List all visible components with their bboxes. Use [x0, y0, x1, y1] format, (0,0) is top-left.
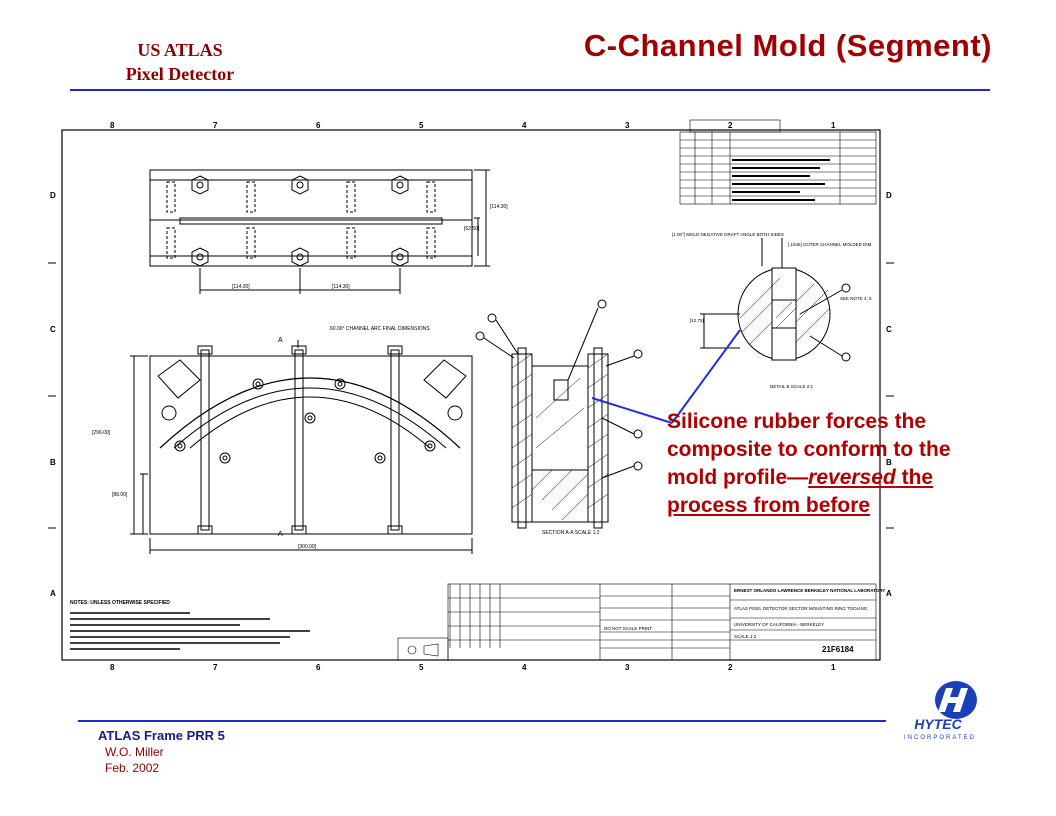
zone-num-bottom-2: 2: [728, 663, 733, 670]
detail-label: DETAIL B SCALE 2:1: [770, 384, 814, 389]
detail-view: [700, 238, 851, 362]
svg-text:A: A: [278, 337, 283, 344]
zone-num-3: 3: [625, 121, 630, 130]
zone-num-8: 8: [110, 121, 115, 130]
drawing-number: 21F6184: [822, 645, 854, 654]
zone-num-bottom-5: 5: [419, 663, 424, 670]
footer-line-1: ATLAS Frame PRR 5: [98, 728, 225, 743]
title-block-line-1: ERNEST ORLANDO LAWRENCE BERKELEY NATIONA…: [734, 588, 885, 593]
notes-block: NOTES: UNLESS OTHERWISE SPECIFIED: [70, 600, 310, 650]
zone-letter-right-a: A: [886, 589, 892, 598]
footer: ATLAS Frame PRR 5 W.O. Miller Feb. 2002: [98, 727, 225, 776]
footer-line-3: Feb. 2002: [105, 761, 160, 775]
org-header: US ATLAS Pixel Detector: [85, 38, 275, 86]
zone-letter-a: A: [50, 589, 56, 598]
detail-note-1: [1.00°] MOLD NEGATIVE DRAFT ANGLE BOTH S…: [672, 232, 784, 237]
title-block-line-2: ATLAS PIXEL DETECTOR SECTOR MOUNTING RIN…: [734, 606, 868, 611]
dim-top-w1: [114.30]: [232, 284, 250, 290]
zone-letter-d: D: [50, 191, 56, 200]
top-view-bolts: [191, 175, 409, 267]
title-block-line-3: UNIVERSITY OF CALIFORNIA - BERKELEY: [734, 622, 824, 627]
bottom-rule: [78, 720, 886, 722]
dim-front-w: [300.00]: [298, 544, 317, 550]
front-view-rods: [197, 345, 403, 535]
zone-num-bottom-7: 7: [213, 663, 218, 670]
logo-word: HYTEC: [914, 716, 962, 732]
zone-letters-left: D C B A: [50, 191, 56, 598]
zone-num-4: 4: [522, 121, 527, 130]
zone-num-2: 2: [728, 121, 733, 130]
zone-num-bottom-6: 6: [316, 663, 321, 670]
zone-num-bottom-4: 4: [522, 663, 527, 670]
zone-num-6: 6: [316, 121, 321, 130]
top-view: [149, 169, 490, 294]
engineering-drawing: 8 7 6 5 4 3 2 1 8 7 6 5 4 3 2 1 D C B A …: [48, 119, 894, 670]
zone-numbers-top: 8 7 6 5 4 3 2 1: [110, 121, 836, 130]
dim-front-h2: [88.00]: [112, 492, 128, 498]
title-block-scale: SCALE 1:2: [734, 634, 757, 639]
top-rule: [70, 89, 990, 91]
hytec-logo: HYTEC INCORPORATED: [904, 681, 977, 741]
zone-num-7: 7: [213, 121, 218, 130]
callout-part-1: Silicone rubber forces the composite to …: [667, 410, 951, 489]
org-line-1: US ATLAS: [137, 40, 223, 60]
title-block: [397, 583, 877, 661]
callout-text: Silicone rubber forces the composite to …: [667, 408, 997, 520]
zone-letters-right: D C B A: [886, 191, 892, 598]
section-view: [475, 299, 643, 529]
do-not-scale: DO NOT SCALE PRINT: [604, 626, 652, 631]
notes-title: NOTES: UNLESS OTHERWISE SPECIFIED: [70, 600, 170, 606]
dim-top-h: [114.30]: [490, 204, 508, 210]
front-view-bolts: [174, 378, 436, 464]
section-label: SECTION A-A SCALE 1:2: [542, 530, 600, 536]
front-view: A A: [130, 337, 473, 554]
zone-letter-right-b: B: [886, 458, 892, 467]
slide-title: C-Channel Mold (Segment): [583, 28, 992, 63]
footer-line-2: W.O. Miller: [105, 745, 164, 759]
zone-numbers-bottom: 8 7 6 5 4 3 2 1: [110, 663, 836, 670]
zone-num-1: 1: [831, 121, 836, 130]
callout-dash: —: [787, 466, 809, 489]
callout-part-3: the process from before: [667, 466, 934, 517]
zone-letter-c: C: [50, 325, 56, 334]
zone-letter-right-d: D: [886, 191, 892, 200]
org-line-2: Pixel Detector: [125, 64, 235, 84]
zone-num-bottom-1: 1: [831, 663, 836, 670]
zone-num-5: 5: [419, 121, 424, 130]
detail-dim: [12.75]: [690, 318, 704, 323]
parts-list: [679, 119, 877, 205]
detail-note-2: [.1945] OUTER CHANNEL MOLDED DIM: [788, 242, 872, 247]
zone-num-bottom-8: 8: [110, 663, 115, 670]
dim-top-slot: [62.50]: [464, 226, 480, 232]
logo-sub: INCORPORATED: [904, 735, 976, 741]
arc-note: 60.00° CHANNEL ARC FINAL DIMENSIONS: [330, 326, 430, 332]
dim-top-w2: [114.30]: [332, 284, 350, 290]
zone-num-bottom-3: 3: [625, 663, 630, 670]
dim-front-h: [296.00]: [92, 430, 111, 436]
callout-reversed: reversed: [808, 466, 896, 489]
zone-letter-b: B: [50, 458, 56, 467]
detail-note-3: SEE NOTE 4, 5: [840, 296, 872, 301]
zone-letter-right-c: C: [886, 325, 892, 334]
svg-text:A: A: [278, 531, 283, 538]
